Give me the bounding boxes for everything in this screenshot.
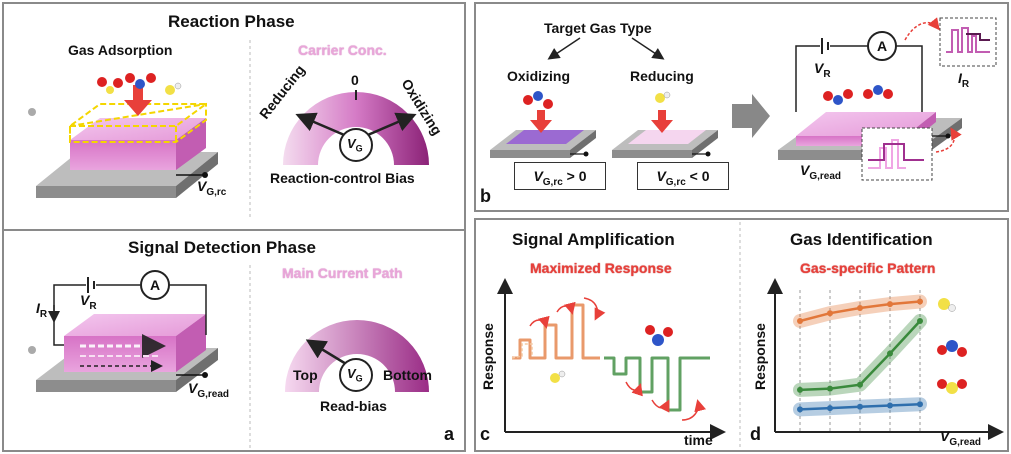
gauge2-vg: VG xyxy=(347,366,363,384)
panel-d-xlabel: VG,read xyxy=(940,428,981,448)
target-gas-type: Target Gas Type xyxy=(544,20,652,36)
gauge1-vg: VG xyxy=(347,136,363,154)
chart-d-point-2-2 xyxy=(857,403,863,410)
chart-d-point-1-0 xyxy=(797,386,803,393)
chart-d-point-2-0 xyxy=(797,406,803,413)
vr-main: V xyxy=(80,292,90,308)
vg-read-label: VG,read xyxy=(188,380,229,400)
gauge1-zero: 0 xyxy=(351,72,359,88)
panel-b-vg-read-main: V xyxy=(800,162,810,178)
panel-b-ir: IR xyxy=(958,70,969,90)
ammeter-label: A xyxy=(150,277,161,293)
read-bias-label: Read-bias xyxy=(320,398,387,414)
panel-d-xlabel-main: V xyxy=(940,428,950,444)
detection-device xyxy=(36,270,218,392)
gauge1-vg-main: V xyxy=(347,136,356,151)
box2-main: V xyxy=(656,168,666,184)
signal-detection-title: Signal Detection Phase xyxy=(128,238,316,257)
gas-specific-pattern-label: Gas-specific Pattern xyxy=(800,260,936,276)
chart-d-point-2-1 xyxy=(827,405,833,412)
box1-main: V xyxy=(533,168,543,184)
vg-read-sub: G,read xyxy=(197,388,230,400)
vg-read-main: V xyxy=(188,380,198,396)
panel-b-vg-read-sub: G,read xyxy=(809,170,842,182)
panel-a-letter: a xyxy=(444,424,455,444)
carrier-conc-title: Carrier Conc. xyxy=(298,42,387,58)
chart-d-point-0-2 xyxy=(857,305,863,311)
panel-b-vr-sub: R xyxy=(823,68,831,80)
ir-label: IR xyxy=(36,300,47,320)
panel-d-letter: d xyxy=(750,424,761,444)
vr-label: VR xyxy=(80,292,97,312)
chart-d-point-1-4 xyxy=(917,318,923,324)
panel-b-vr-main: V xyxy=(814,60,824,76)
vg-rc-sub: G,rc xyxy=(206,186,227,198)
gauge2-vg-main: V xyxy=(347,366,356,381)
reducing-label: Reducing xyxy=(630,68,694,84)
chart-d-series-band-0 xyxy=(793,294,927,328)
gas-adsorption-label: Gas Adsorption xyxy=(68,42,173,58)
carrier-conc-gauge xyxy=(283,90,429,165)
chart-d-point-1-3 xyxy=(887,350,893,357)
chart-d-point-0-0 xyxy=(797,318,803,324)
panel-c-xlabel: time xyxy=(684,432,713,448)
panel-b-ammeter: A xyxy=(877,38,888,54)
signal-amplification-title: Signal Amplification xyxy=(512,230,675,249)
ir-sub: R xyxy=(39,308,48,320)
chart-d-series-band-1 xyxy=(793,314,927,397)
box1-sub: G,rc xyxy=(542,176,563,188)
gauge2-vg-sub: G xyxy=(355,373,363,384)
panel-b-letter: b xyxy=(480,186,491,206)
chart-d-point-1-1 xyxy=(827,385,833,392)
chart-d-point-0-4 xyxy=(917,298,923,305)
vg-negative-box: VG,rc < 0 xyxy=(637,162,729,190)
chart-d-point-0-1 xyxy=(827,310,833,317)
maximized-response-label: Maximized Response xyxy=(530,260,672,276)
oxidizing-label: Oxidizing xyxy=(507,68,570,84)
reaction-control-bias: Reaction-control Bias xyxy=(270,170,415,186)
main-current-path-title: Main Current Path xyxy=(282,265,403,281)
gas-identification-title: Gas Identification xyxy=(790,230,933,249)
box2-tail: < 0 xyxy=(685,168,710,184)
gauge1-vg-sub: G xyxy=(355,143,363,154)
gauge2-right-label: Bottom xyxy=(383,367,432,383)
panel-b-ir-sub: R xyxy=(961,78,970,90)
ir-main: I xyxy=(36,300,40,316)
panel-b-vr: VR xyxy=(814,60,831,80)
reaction-phase-title: Reaction Phase xyxy=(168,12,295,31)
main-current-gauge xyxy=(285,320,429,392)
chart-d-point-2-4 xyxy=(917,401,923,408)
chart-d-point-2-3 xyxy=(887,402,893,409)
box2-sub: G,rc xyxy=(665,176,686,188)
vg-positive-box: VG,rc > 0 xyxy=(514,162,606,190)
chart-d-point-0-3 xyxy=(887,301,893,308)
vr-sub: R xyxy=(89,300,97,312)
chart-d-point-1-2 xyxy=(857,381,863,388)
vg-rc-label: VG,rc xyxy=(197,178,226,198)
box1-tail: > 0 xyxy=(562,168,587,184)
panel-d-xlabel-sub: G,read xyxy=(949,436,982,448)
panel-c-letter: c xyxy=(480,424,491,444)
panel-b-vg-read: VG,read xyxy=(800,162,841,182)
gauge2-left-label: Top xyxy=(293,367,318,383)
vg-rc-main: V xyxy=(197,178,207,194)
panel-b-ir-main: I xyxy=(958,70,962,86)
reaction-device xyxy=(36,73,218,198)
panel-d-ylabel: Response xyxy=(752,323,768,390)
